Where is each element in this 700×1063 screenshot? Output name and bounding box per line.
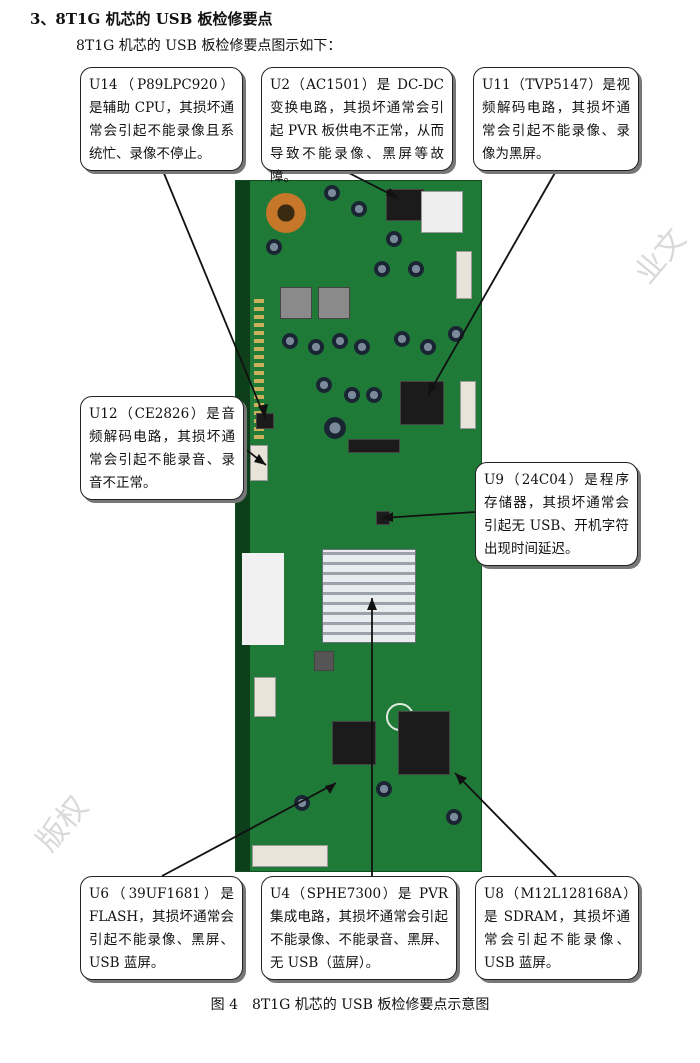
watermark: 业文 [627,222,694,291]
callout-u4: U4（SPHE7300）是 PVR 集成电路，其损坏通常会引起不能录像、不能录音… [261,876,457,980]
intro-text: 8T1G 机芯的 USB 板检修要点图示如下： [76,38,342,54]
callout-u8: U8（M12L128168A）是 SDRAM，其损坏通常会引起不能录像、USB … [475,876,639,980]
callout-u9: U9（24C04）是程序存储器，其损坏通常会引起无 USB、开机字符出现时间延迟… [475,462,638,566]
figure-caption: 图 4 8T1G 机芯的 USB 板检修要点示意图 [210,997,490,1013]
callout-u14: U14（P89LPC920）是辅助 CPU，其损坏通常会引起不能录像且系统忙、录… [80,67,243,171]
callout-u11: U11（TVP5147）是视频解码电路，其损坏通常会引起不能录像、录像为黑屏。 [473,67,639,171]
section-heading: 3、8T1G 机芯的 USB 板检修要点 [30,10,273,28]
usb-board-photo [235,180,482,872]
callout-u2: U2（AC1501）是 DC-DC 变换电路，其损坏通常会引起 PVR 板供电不… [261,67,453,185]
watermark: 版权 [29,790,96,859]
callout-u12: U12（CE2826）是音频解码电路，其损坏通常会引起不能录音、录音不正常。 [80,396,244,500]
callout-u6: U6（39UF1681）是 FLASH，其损坏通常会引起不能录像、黑屏、USB … [80,876,243,980]
